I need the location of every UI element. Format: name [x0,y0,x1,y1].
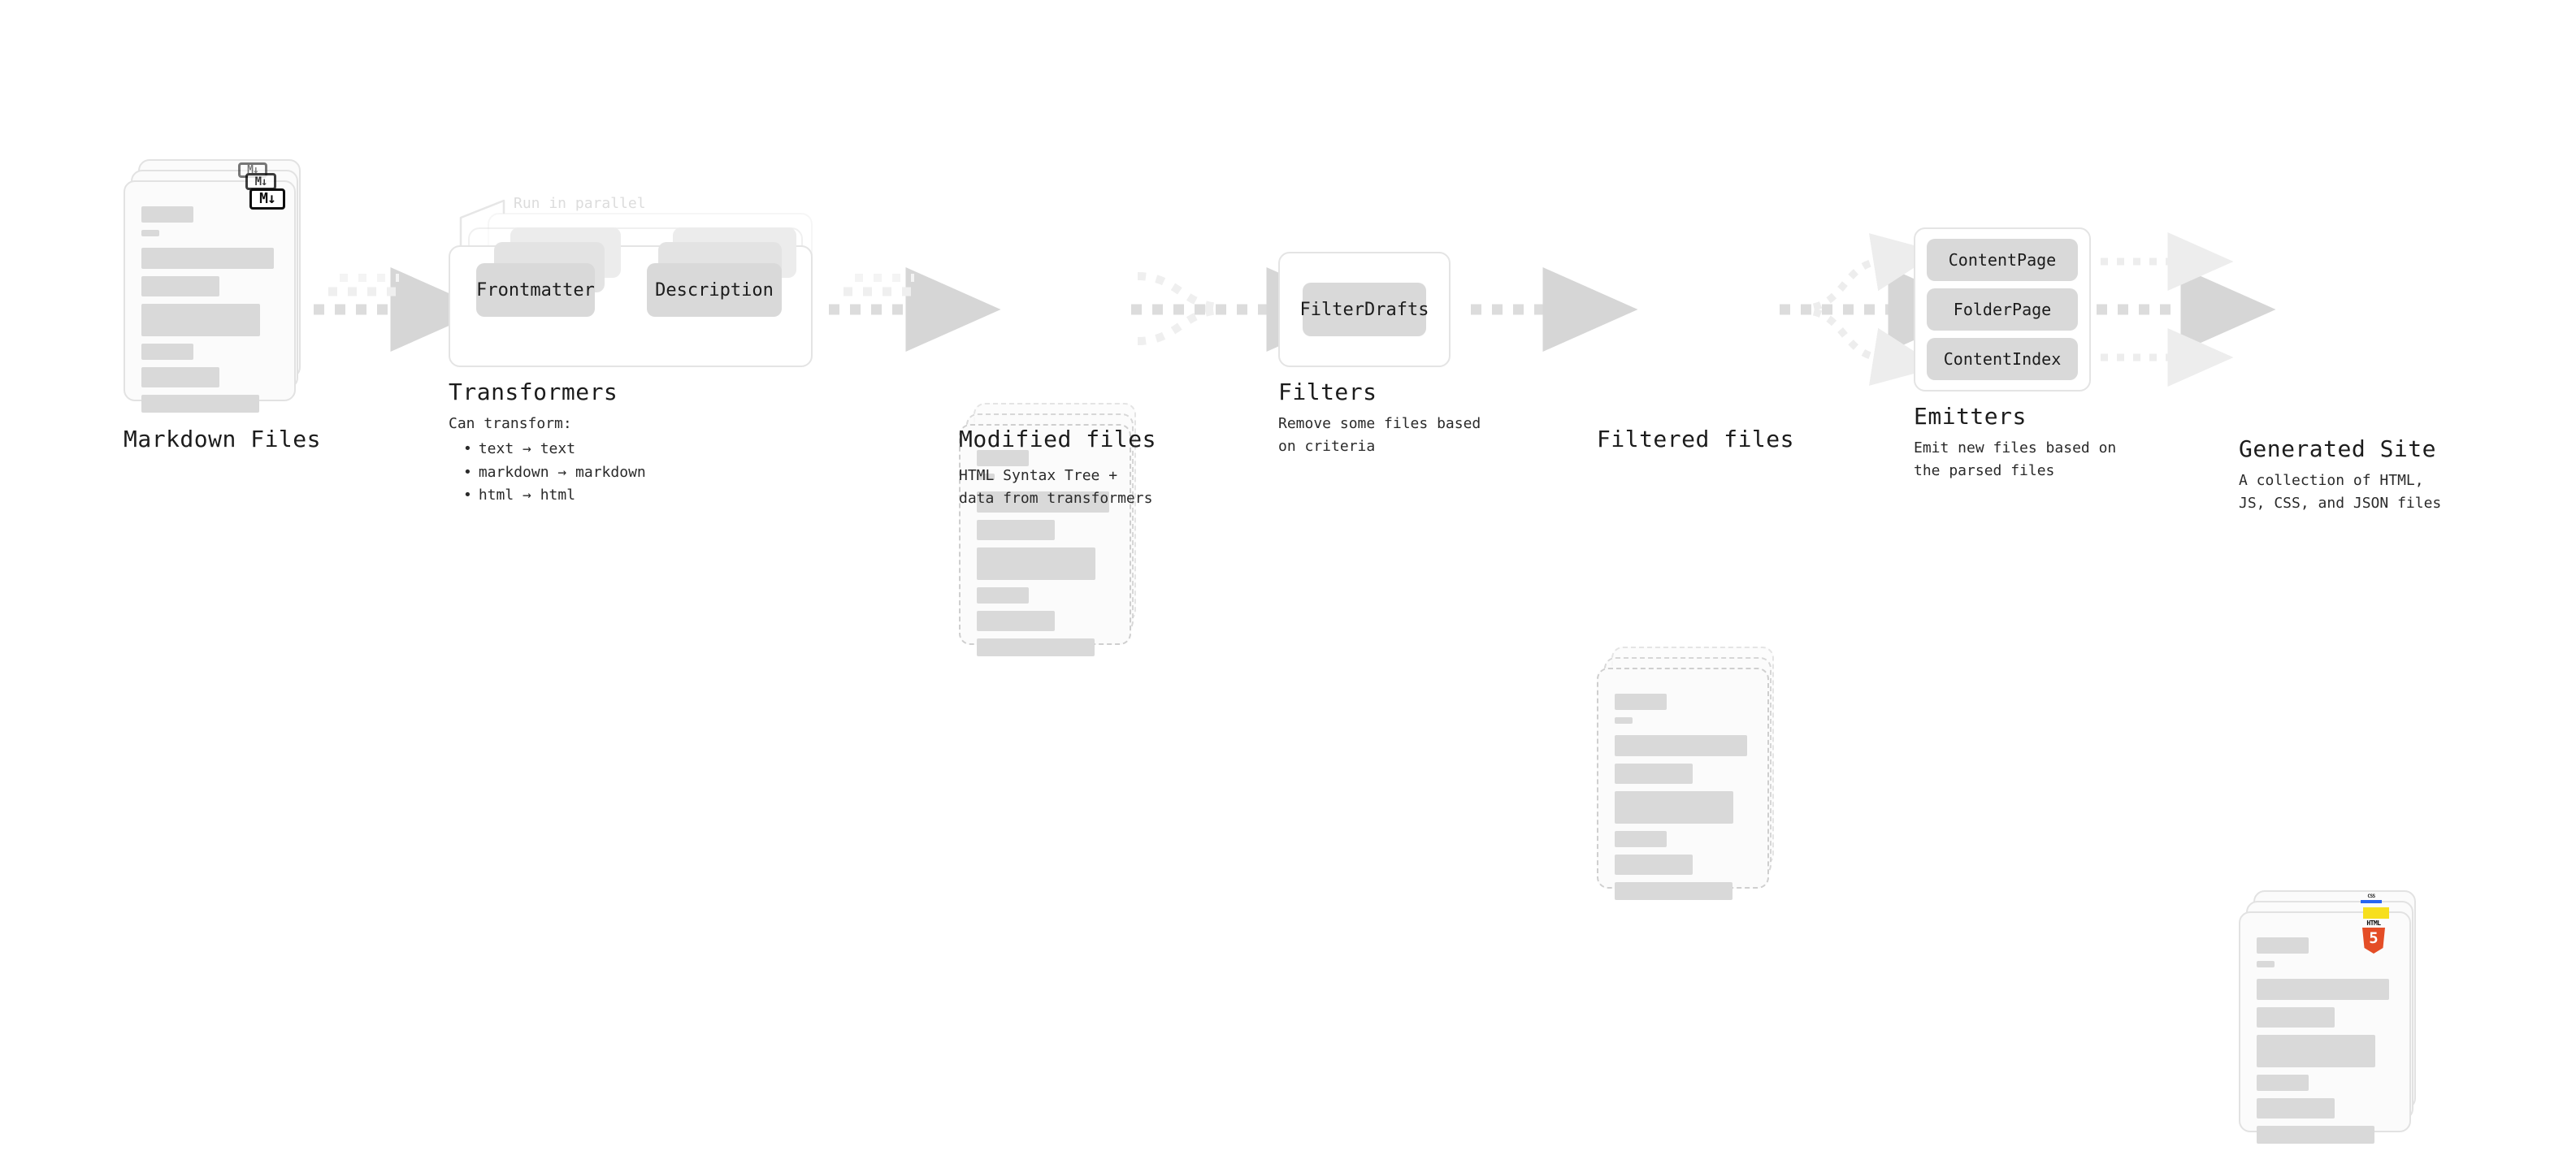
arrow-transformers-to-modified [829,267,1001,352]
transformers-bullet-markdown: markdown → markdown [463,461,646,485]
transformers-bullets: Can transform: text → text markdown → ma… [449,413,646,508]
folderpage-pill[interactable]: FolderPage [1927,288,2078,331]
modified-sheet-front [959,424,1131,656]
markdown-skeleton [141,206,278,420]
html5-badge: HTML [2362,920,2385,954]
contentpage-pill[interactable]: ContentPage [1927,239,2078,281]
markdown-badge-front: M↓ [249,188,285,210]
description-pill[interactable]: Description [647,263,782,317]
site-skeleton [2257,937,2393,1151]
js-badge [2363,907,2389,919]
arrow-markdown-to-transformers [314,267,486,352]
arrow-filtered-to-emitters [1780,233,1984,386]
transformers-caption: Transformers [449,379,618,405]
filtered-files-stack [1597,647,1784,900]
generated-site-subcaption: A collection of HTML, JS, CSS, and JSON … [2239,472,2442,512]
modified-files-stack [959,403,1146,656]
arrow-modified-to-filters [1131,267,1362,352]
contentindex-pill[interactable]: ContentIndex [1927,338,2078,380]
filtered-files-caption: Filtered files [1597,426,1795,452]
filtered-skeleton [1615,694,1751,907]
generated-site-caption: Generated Site [2239,435,2437,462]
emitters-subcaption: Emit new files based on the parsed files [1914,439,2117,479]
css-badge-bar [2361,900,2382,903]
generated-site-stack: CSS HTML [2239,890,2442,1144]
arrow-emitters-to-site [2097,232,2276,387]
pipeline-diagram: M↓ M↓ M↓ Markdown Files Frontmatter Desc… [0,0,2576,681]
run-in-parallel-label: Run in parallel [514,195,646,212]
markdown-files-stack: M↓ M↓ M↓ [124,159,310,413]
filters-group: FilterDrafts [1278,252,1457,367]
site-sheet-front [2239,911,2411,1144]
filters-caption: Filters [1278,379,1377,405]
modified-skeleton [977,450,1113,664]
markdown-files-caption: Markdown Files [124,426,322,452]
css-badge-label: CSS [2367,894,2375,899]
filters-subcaption: Remove some files based on criteria [1278,415,1481,455]
modified-files-caption: Modified files [959,426,1157,452]
frontmatter-pill[interactable]: Frontmatter [476,263,595,317]
filtered-sheet-front [1597,668,1769,900]
emitters-caption: Emitters [1914,403,2027,430]
transformers-bullet-text: text → text [463,438,646,461]
markdown-badge-mid: M↓ [245,173,276,190]
css-badge: CSS [2361,894,2382,903]
emitters-group: ContentPage FolderPage ContentIndex [1914,227,2101,392]
filterdrafts-pill[interactable]: FilterDrafts [1300,283,1429,336]
transformers-bullet-html: html → html [463,484,646,508]
html5-shield-icon [2362,928,2385,954]
modified-files-subcaption: HTML Syntax Tree + data from transformer… [959,467,1153,507]
transformers-bullets-lead: Can transform: [449,415,572,432]
markdown-sheet-front [124,180,296,413]
transformers-group-stack: Frontmatter Description [449,213,830,367]
html5-badge-label: HTML [2366,920,2381,927]
